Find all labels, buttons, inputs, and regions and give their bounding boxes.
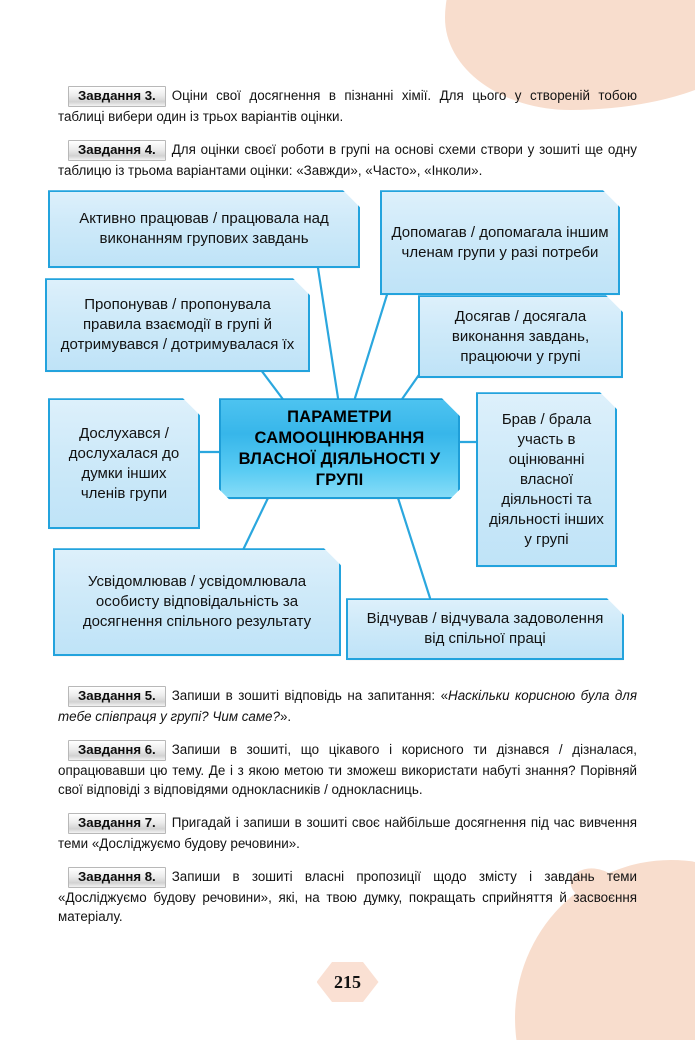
task-text-5-after: ». <box>279 709 292 725</box>
page-number-container: 215 <box>0 962 695 1002</box>
node-active-work-label: Активно працював / працювала над виконан… <box>79 210 329 248</box>
node-participated[interactable]: Брав / брала участь в оцінюванні власної… <box>476 392 617 567</box>
node-satisfaction-label: Відчував / відчувала задоволення від спі… <box>366 610 604 648</box>
task-paragraph-4: Завдання 4.Для оцінки своєї роботи в гру… <box>58 139 637 181</box>
node-center-parameters[interactable]: ПАРАМЕТРИ САМООЦІНЮВАННЯ ВЛАСНОЇ ДІЯЛЬНО… <box>219 398 460 499</box>
self-assessment-mind-map: Активно працював / працювала над виконан… <box>0 180 695 670</box>
task-label-7: Завдання 7. <box>68 812 166 834</box>
task-paragraph-7: Завдання 7.Пригадай і запиши в зошиті св… <box>58 812 637 854</box>
link-satisfaction <box>396 497 432 600</box>
node-proposed-rules[interactable]: Пропонував / пропонувала правила взаємод… <box>45 278 310 372</box>
task-text-6: Запиши в зошиті, що цікавого і корисного… <box>58 741 637 798</box>
link-active-work <box>316 267 340 400</box>
node-active-work[interactable]: Активно працював / працювала над виконан… <box>48 190 360 268</box>
task-paragraph-6: Завдання 6.Запиши в зошиті, що цікавого … <box>58 739 637 800</box>
tasks-bottom-section: Завдання 5. Запиши в зошиті відповідь на … <box>0 670 695 927</box>
node-listened-label: Дослухався / дослухалася до думки інших … <box>68 424 180 502</box>
task-text-7: Пригадай і запиши в зошиті своє найбільш… <box>58 814 637 851</box>
task-text-4: Для оцінки своєї роботи в групі на основ… <box>58 141 637 178</box>
node-helped-members[interactable]: Допомагав / допомагала іншим членам груп… <box>380 190 620 295</box>
task-paragraph-5: Завдання 5. Запиши в зошиті відповідь на … <box>58 686 637 727</box>
task-label-4: Завдання 4. <box>68 139 166 161</box>
node-responsibility-label: Усвідомлював / усвідомлювала особисту ві… <box>82 573 312 631</box>
task-label-8: Завдання 8. <box>68 866 166 888</box>
task-text-5-before: Запиши в зошиті відповідь на запитання: … <box>171 688 449 704</box>
page-number-hexagon: 215 <box>316 962 379 1002</box>
page-number: 215 <box>334 971 361 992</box>
task-paragraph-8: Завдання 8.Запиши в зошиті власні пропоз… <box>58 866 637 927</box>
node-achieved-tasks-label: Досягав / досягала виконання завдань, пр… <box>451 307 590 365</box>
link-helped-members <box>353 284 392 400</box>
node-center-label: ПАРАМЕТРИ САМООЦІНЮВАННЯ ВЛАСНОЇ ДІЯЛЬНО… <box>238 407 441 489</box>
node-proposed-rules-label: Пропонував / пропонувала правила взаємод… <box>60 296 295 354</box>
node-participated-label: Брав / брала участь в оцінюванні власної… <box>489 410 604 548</box>
node-satisfaction[interactable]: Відчував / відчувала задоволення від спі… <box>346 598 624 660</box>
node-helped-members-label: Допомагав / допомагала іншим членам груп… <box>391 223 609 261</box>
task-label-3: Завдання 3. <box>68 86 166 107</box>
task-label-5: Завдання 5. <box>68 686 166 708</box>
node-achieved-tasks[interactable]: Досягав / досягала виконання завдань, пр… <box>418 295 623 378</box>
task-paragraph-3: Завдання 3.Оціни свої досягнення в пізна… <box>58 86 637 127</box>
node-listened[interactable]: Дослухався / дослухалася до думки інших … <box>48 398 200 529</box>
node-responsibility[interactable]: Усвідомлював / усвідомлювала особисту ві… <box>53 548 341 656</box>
tasks-top-section: Завдання 3.Оціни свої досягнення в пізна… <box>0 0 695 180</box>
task-label-6: Завдання 6. <box>68 739 166 761</box>
link-responsibility <box>241 497 270 552</box>
task-text-5-quote: Наскільки корисною була для тебе співпра… <box>58 688 637 725</box>
